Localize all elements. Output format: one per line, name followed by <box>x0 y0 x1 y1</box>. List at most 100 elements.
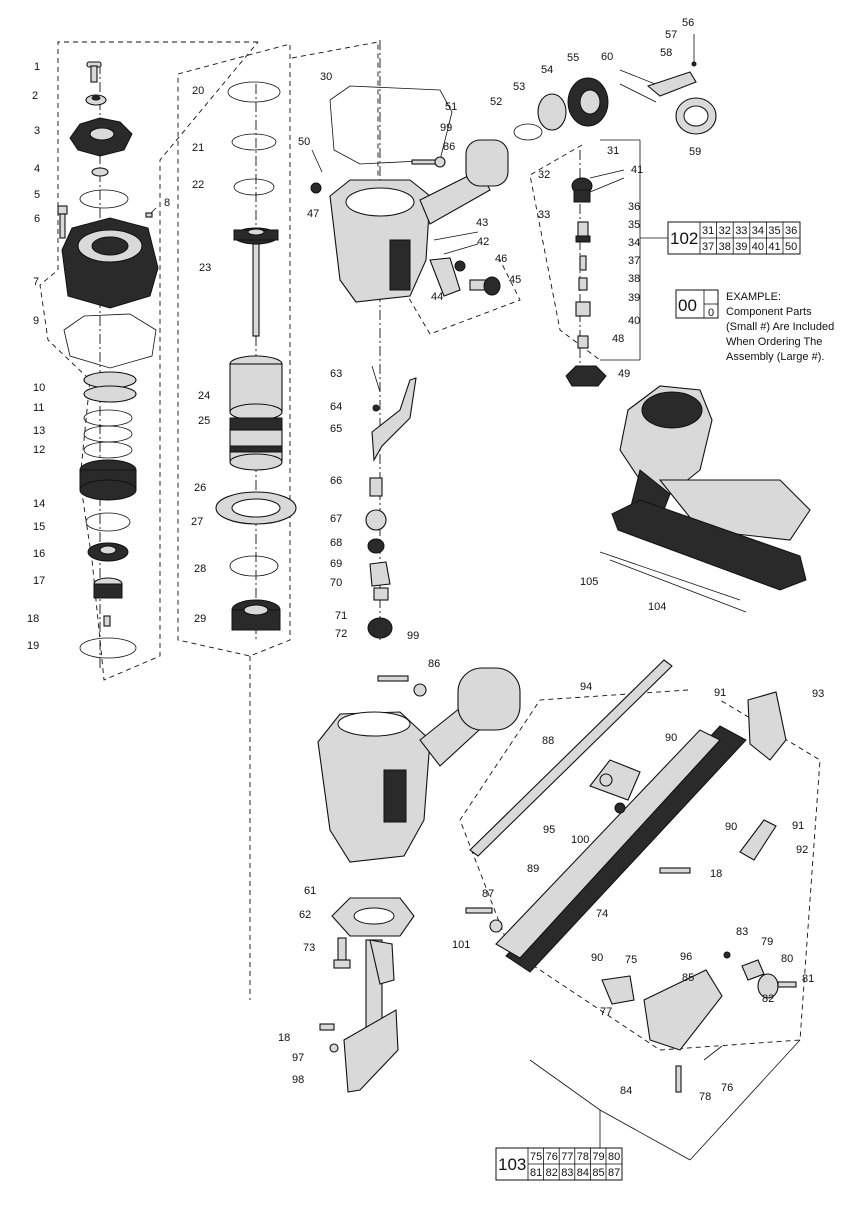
assembly-103-id: 103 <box>498 1155 526 1174</box>
assembly-103-part-79: 79 <box>592 1151 604 1163</box>
part-label-81: 81 <box>802 973 814 985</box>
part-label-54: 54 <box>541 64 553 76</box>
part-label-2: 2 <box>32 90 38 102</box>
part-label-13: 13 <box>33 425 45 437</box>
part-label-29: 29 <box>194 613 206 625</box>
part-label-37: 37 <box>628 255 640 267</box>
part-28-o-ring <box>229 555 279 577</box>
part-58-59-belt-hook <box>646 71 717 135</box>
part-label-75: 75 <box>625 954 637 966</box>
part-label-33: 33 <box>538 209 550 221</box>
part-label-53: 53 <box>513 81 525 93</box>
part-label-18: 18 <box>27 613 39 625</box>
part-15-o-ring <box>85 512 131 532</box>
part-number-labels: 1234567891011131214151617181920212223242… <box>27 17 824 1103</box>
part-17-bumper <box>93 577 123 599</box>
part-18-pin <box>103 615 111 627</box>
group-outline-center <box>177 43 291 657</box>
drive-guide-assembly <box>319 897 415 1093</box>
part-56-57-pin <box>691 34 697 67</box>
part-47-50-fitting <box>310 149 323 194</box>
part-label-8: 8 <box>164 197 170 209</box>
assembly-102-part-39: 39 <box>735 241 747 253</box>
part-label-90: 90 <box>665 732 677 744</box>
part-label-17: 17 <box>33 575 45 587</box>
assembly-102-part-34: 34 <box>752 225 764 237</box>
part-label-47: 47 <box>307 208 319 220</box>
assembly-102-part-36: 36 <box>785 225 797 237</box>
part-label-86: 86 <box>443 141 455 153</box>
part-24-cylinder <box>229 355 283 421</box>
assembly-102-part-37: 37 <box>702 241 714 253</box>
part-label-23: 23 <box>199 262 211 274</box>
part-label-63: 63 <box>330 368 342 380</box>
part-label-50: 50 <box>298 136 310 148</box>
part-label-70: 70 <box>330 577 342 589</box>
part-label-73: 73 <box>303 942 315 954</box>
part-label-34: 34 <box>628 237 640 249</box>
example-line-2: (Small #) Are Included <box>726 321 835 333</box>
part-label-67: 67 <box>330 513 342 525</box>
part-1-screw <box>86 61 102 83</box>
part-52-retaining-ring <box>513 123 543 141</box>
part-label-56: 56 <box>682 17 694 29</box>
part-86-99-screw <box>411 156 446 168</box>
part-label-71: 71 <box>335 610 347 622</box>
part-label-46: 46 <box>495 253 507 265</box>
part-10-spring <box>83 371 137 403</box>
assembly-102-part-33: 33 <box>735 225 747 237</box>
part-label-77: 77 <box>600 1006 612 1018</box>
part-label-3: 3 <box>34 125 40 137</box>
part-label-68: 68 <box>330 537 342 549</box>
part-label-11: 11 <box>33 402 44 414</box>
assembled-nailer <box>599 385 811 613</box>
part-label-101: 101 <box>452 939 470 951</box>
housing-lower <box>317 667 521 863</box>
part-label-32: 32 <box>538 169 550 181</box>
example-line-4: Assembly (Large #). <box>726 351 825 363</box>
part-23-piston-driver <box>233 227 279 337</box>
part-label-97: 97 <box>292 1052 304 1064</box>
part-label-43: 43 <box>476 217 488 229</box>
part-label-15: 15 <box>33 521 45 533</box>
assembly-103-part-75: 75 <box>530 1151 542 1163</box>
assembly-103-part-87: 87 <box>608 1167 620 1179</box>
example-legend-text: EXAMPLE: Component Parts (Small #) Are I… <box>726 290 856 365</box>
assembly-102-part-50: 50 <box>785 241 797 253</box>
assembly-103-part-80: 80 <box>608 1151 620 1163</box>
part-label-49: 49 <box>618 368 630 380</box>
example-small-number: 0 <box>708 307 714 319</box>
part-label-38: 38 <box>628 273 640 285</box>
part-label-20: 20 <box>192 85 204 97</box>
part-54-55-end-cap <box>567 77 609 127</box>
part-8-screw <box>145 207 157 218</box>
part-label-59: 59 <box>689 146 701 158</box>
part-label-79: 79 <box>761 936 773 948</box>
valve-stack <box>565 169 625 387</box>
part-label-64: 64 <box>330 401 342 413</box>
part-label-12: 12 <box>33 444 45 456</box>
part-label-40: 40 <box>628 315 640 327</box>
part-30-gasket <box>329 85 453 165</box>
group-outline-valve <box>529 144 601 361</box>
assembly-102-part-35: 35 <box>768 225 780 237</box>
part-53-filter <box>537 93 567 131</box>
part-label-91: 91 <box>714 687 726 699</box>
part-label-72: 72 <box>335 628 347 640</box>
group-outline-left <box>39 41 259 681</box>
part-label-60: 60 <box>601 51 613 63</box>
part-label-35: 35 <box>628 219 640 231</box>
part-label-4: 4 <box>34 163 40 175</box>
feeder-assembly <box>601 951 797 1093</box>
part-label-96: 96 <box>680 951 692 963</box>
part-label-36: 36 <box>628 201 640 213</box>
part-5-o-ring <box>79 189 129 209</box>
part-label-98: 98 <box>292 1074 304 1086</box>
part-4-washer <box>91 167 109 177</box>
part-label-104: 104 <box>648 601 666 613</box>
part-label-31: 31 <box>607 145 619 157</box>
part-label-88: 88 <box>542 735 554 747</box>
